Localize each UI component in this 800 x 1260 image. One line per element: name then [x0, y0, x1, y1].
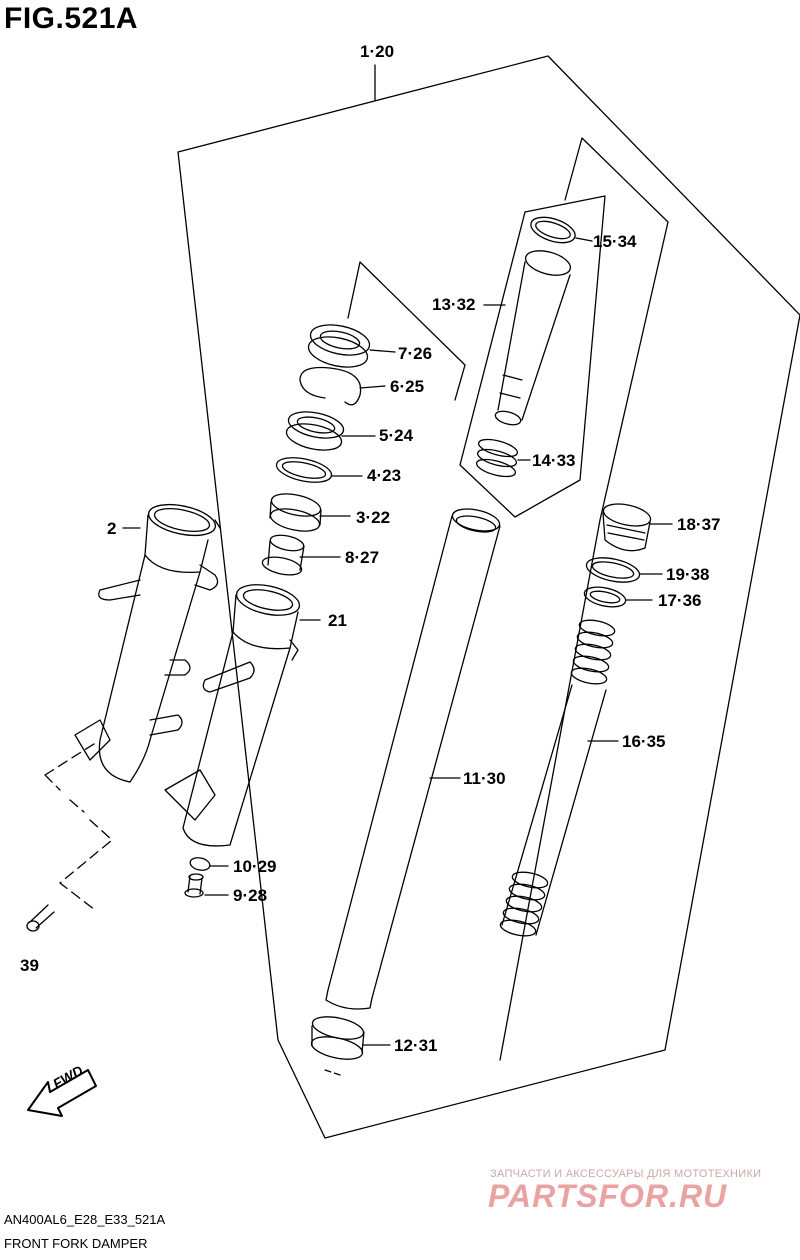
callout-8: 8·27 — [345, 548, 380, 567]
part-7-oil-seal — [307, 324, 371, 368]
model-code: AN400AL6_E28_E33_521A — [4, 1212, 166, 1227]
part-2-outer-tube-left — [74, 503, 221, 783]
part-15-circlip — [530, 216, 576, 244]
callout-18: 18·37 — [677, 515, 721, 534]
callout-9: 9·28 — [233, 886, 268, 905]
part-3-bushing — [269, 493, 322, 532]
callout-39: 39 — [20, 956, 39, 975]
callout-5: 5·24 — [379, 426, 414, 445]
callout-16: 16·35 — [622, 732, 666, 751]
part-39-bolt — [26, 904, 55, 932]
callout-17: 17·36 — [658, 591, 702, 610]
dashed-boundary-left — [44, 741, 113, 911]
callout-21: 21 — [328, 611, 347, 630]
callout-4: 4·23 — [367, 466, 402, 485]
callout-10: 10·29 — [233, 857, 277, 876]
figure-title: FIG.521A — [4, 2, 139, 35]
part-18-cap-bolt — [602, 503, 652, 552]
assembly-outline-upper — [347, 261, 466, 401]
part-8-oil-lock-piece — [261, 534, 305, 576]
part-16-fork-spring — [499, 619, 616, 937]
part-9-bolt — [184, 873, 204, 898]
callout-12: 12·31 — [394, 1036, 438, 1055]
assembly-outline-spring — [499, 137, 669, 1061]
watermark-logo: PARTSFOR.RU — [488, 1178, 728, 1214]
callout-3: 3·22 — [356, 508, 391, 527]
callout-11: 11·30 — [463, 769, 506, 788]
part-4-washer — [275, 457, 333, 483]
part-10-washer — [189, 857, 211, 871]
assembly-outline-main — [177, 55, 800, 1139]
callout-14: 14·33 — [532, 451, 576, 470]
part-14-spring — [475, 438, 519, 478]
part-12-slide-bushing — [310, 1016, 365, 1060]
dashed-boundary-right — [324, 1069, 341, 1076]
callout-7: 7·26 — [398, 344, 433, 363]
part-17-washer — [583, 586, 627, 608]
figure-caption: FRONT FORK DAMPER — [4, 1236, 148, 1251]
part-6-wire-clip — [299, 366, 362, 406]
part-11-inner-tube — [325, 508, 501, 1010]
assembly-outline-damper — [459, 195, 606, 518]
watermark-tagline: ЗАПЧАСТИ И АКСЕССУАРЫ ДЛЯ МОТОТЕХНИКИ — [490, 1168, 762, 1180]
part-13-damper-rod — [494, 250, 572, 426]
fwd-arrow-icon — [27, 1069, 97, 1117]
callout-2: 2 — [107, 519, 117, 538]
callout-19: 19·38 — [666, 565, 710, 584]
part-5-dust-seal — [285, 411, 345, 451]
callout-6: 6·25 — [390, 377, 425, 396]
callout-1: 1·20 — [360, 42, 395, 61]
callout-13: 13·32 — [432, 295, 476, 314]
part-19-o-ring — [585, 557, 641, 583]
part-21-outer-tube-right — [164, 584, 301, 847]
callout-15: 15·34 — [593, 232, 637, 251]
